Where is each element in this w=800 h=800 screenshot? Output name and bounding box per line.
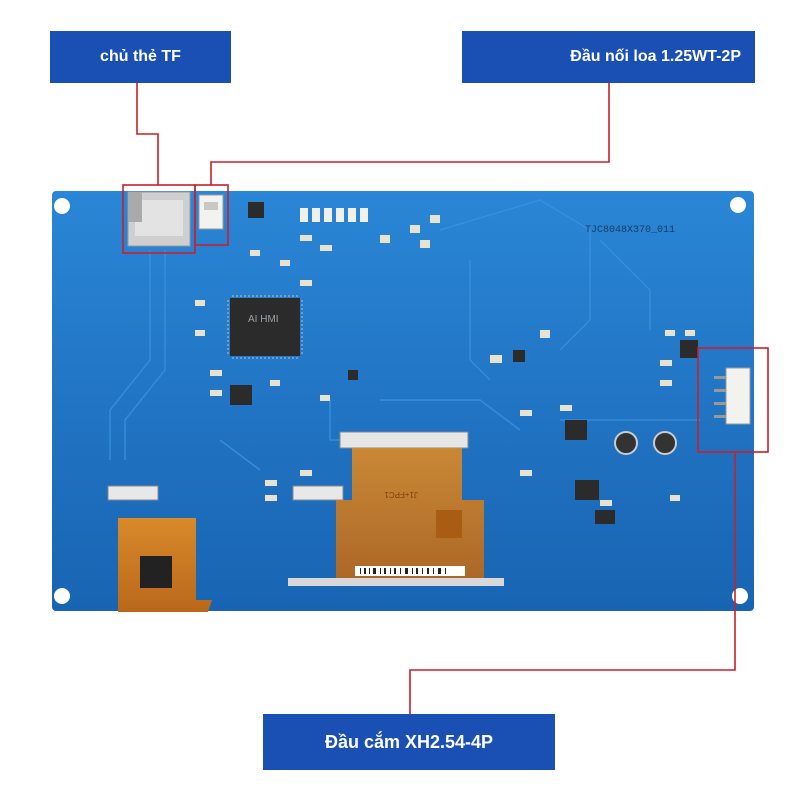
speaker-connector bbox=[198, 194, 224, 230]
callout-speaker-connector: Đầu nối loa 1.25WT-2P bbox=[462, 31, 755, 83]
mounting-hole bbox=[54, 198, 70, 214]
tf-card-holder bbox=[127, 191, 191, 247]
touch-fpc bbox=[118, 518, 212, 612]
tf-leader-line bbox=[136, 83, 159, 185]
speaker-leader-line bbox=[210, 83, 610, 185]
board-model-label: TJC8048X370_011 bbox=[585, 225, 675, 236]
chip-label: AI HMI bbox=[248, 314, 279, 325]
mounting-hole bbox=[732, 588, 748, 604]
xh-leader-line bbox=[409, 452, 736, 714]
callout-xh-connector: Đầu cắm XH2.54-4P bbox=[263, 714, 555, 770]
xh-connector bbox=[714, 367, 751, 425]
fpc-label: J1+FPC1 bbox=[384, 490, 418, 499]
mounting-hole bbox=[54, 588, 70, 604]
pcb-board: AI HMI TJC8048X370_011 bbox=[52, 191, 754, 611]
xh-highlight-box bbox=[697, 347, 769, 453]
main-chip: AI HMI bbox=[227, 295, 303, 359]
display-fpc-ribbon: J1+FPC1 bbox=[288, 448, 504, 586]
mounting-hole bbox=[730, 197, 746, 213]
callout-tf-card: chủ thẻ TF bbox=[50, 31, 231, 83]
